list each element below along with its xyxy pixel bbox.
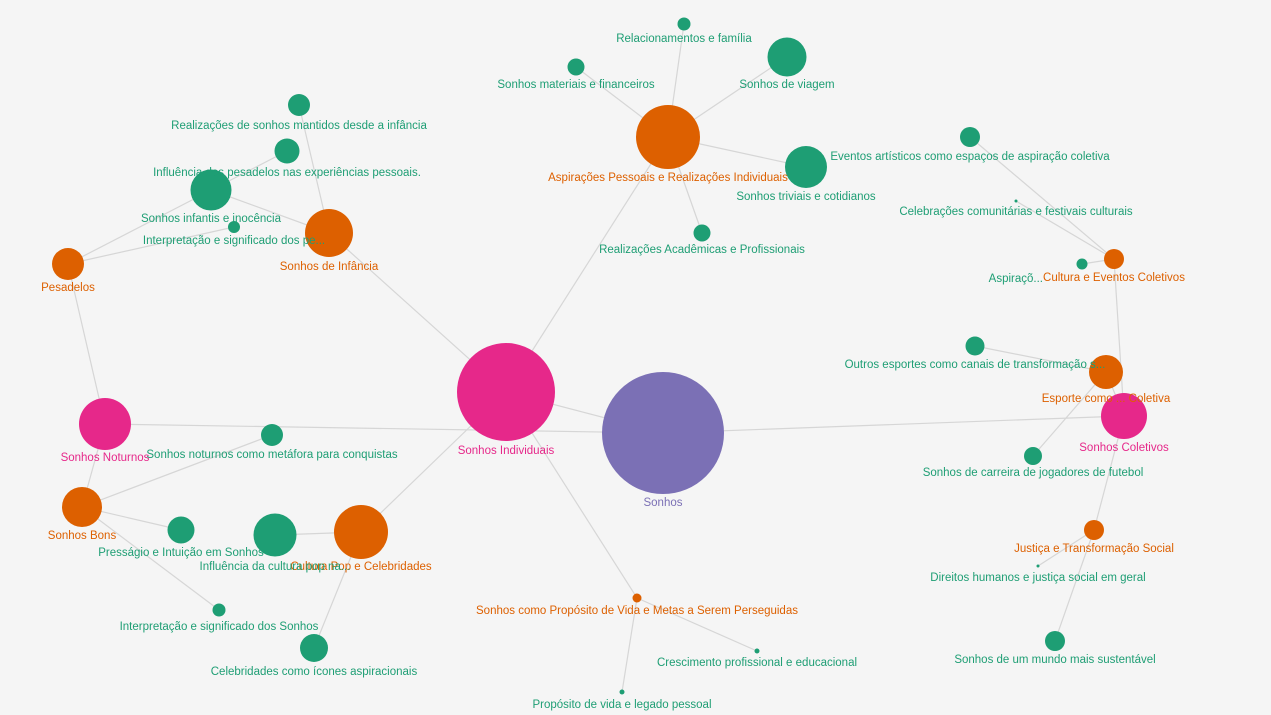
node-label-eventos-artisticos: Eventos artísticos como espaços de aspir…: [830, 151, 1110, 163]
node-label-sonhos-infancia: Sonhos de Infância: [280, 261, 379, 273]
edge-esporte-carreira-jogadores: [1032, 371, 1107, 457]
node-label-sonhos-noturnos: Sonhos Noturnos: [61, 452, 150, 464]
node-label-sonhos-bons: Sonhos Bons: [48, 530, 117, 542]
node-label-carreira-jogadores: Sonhos de carreira de jogadores de futeb…: [923, 467, 1144, 479]
node-triviais[interactable]: [785, 146, 827, 188]
node-label-crescimento: Crescimento profissional e educacional: [657, 657, 857, 669]
node-cultura-eventos[interactable]: [1104, 249, 1124, 269]
node-label-aspiracoes: Aspirações Pessoais e Realizações Indivi…: [548, 172, 788, 184]
node-label-direitos-humanos: Direitos humanos e justiça social em ger…: [930, 572, 1145, 584]
node-sonhos-infancia[interactable]: [305, 209, 353, 257]
edge-esporte-outros-esportes: [974, 345, 1107, 373]
node-pressagio[interactable]: [167, 516, 195, 544]
node-label-legado: Propósito de vida e legado pessoal: [532, 699, 711, 711]
edge-sonhos-noturnos-pesadelos: [67, 263, 106, 425]
node-label-triviais: Sonhos triviais e cotidianos: [736, 191, 876, 203]
node-label-noturnos-metafora: Sonhos noturnos como metáfora para conqu…: [146, 449, 397, 461]
node-pesadelos[interactable]: [52, 248, 84, 280]
node-materiais[interactable]: [567, 58, 585, 76]
edge-sonhos-individuais-aspiracoes: [505, 136, 669, 393]
node-legado[interactable]: [619, 689, 625, 695]
node-label-sonhos: Sonhos: [643, 497, 682, 509]
node-label-viagem: Sonhos de viagem: [739, 79, 834, 91]
edge-cultura-eventos-eventos-artisticos: [969, 136, 1115, 260]
node-label-influencia-cultura-pop: Influência da cultura pop na...: [200, 561, 351, 573]
node-label-infantis-inocencia: Sonhos infantis e inocência: [141, 213, 282, 225]
node-label-proposito: Sonhos como Propósito de Vida e Metas a …: [476, 605, 798, 617]
node-label-sonhos-coletivos: Sonhos Coletivos: [1079, 442, 1169, 454]
node-eventos-artisticos[interactable]: [960, 127, 980, 147]
node-label-interpretacao-sonhos: Interpretação e significado dos Sonhos: [120, 621, 319, 633]
node-interpretacao-pe[interactable]: [228, 221, 240, 233]
node-label-mundo-sustentavel: Sonhos de um mundo mais sustentável: [954, 654, 1155, 666]
node-influencia-pesadelos[interactable]: [274, 138, 300, 164]
edge-sonhos-sonhos-coletivos: [662, 415, 1125, 434]
node-label-esporte: Esporte como ... Coletiva: [1042, 393, 1171, 405]
node-label-celebridades: Celebridades como ícones aspiracionais: [211, 666, 418, 678]
graph-nodes: [52, 17, 1147, 695]
node-realizacoes-infancia[interactable]: [288, 94, 310, 116]
node-label-celebracoes: Celebrações comunitárias e festivais cul…: [899, 206, 1133, 218]
node-label-aspiracoes-coletivas: Aspiraçõ...: [989, 273, 1043, 285]
node-sonhos-noturnos[interactable]: [79, 398, 131, 450]
node-cultura-pop[interactable]: [334, 505, 388, 559]
edge-cultura-eventos-celebracoes: [1015, 200, 1115, 260]
node-label-realizacoes-infancia: Realizações de sonhos mantidos desde a i…: [171, 120, 427, 132]
edge-sonhos-sonhos-noturnos: [104, 423, 664, 434]
node-label-pesadelos: Pesadelos: [41, 282, 95, 294]
node-sonhos[interactable]: [602, 372, 724, 494]
node-infantis-inocencia[interactable]: [190, 169, 232, 211]
node-celebracoes[interactable]: [1014, 199, 1018, 203]
edge-proposito-crescimento: [636, 597, 758, 652]
node-sonhos-individuais[interactable]: [457, 343, 555, 441]
node-sonhos-bons[interactable]: [62, 487, 102, 527]
node-noturnos-metafora[interactable]: [261, 424, 283, 446]
edge-justica-direitos-humanos: [1037, 529, 1095, 567]
node-mundo-sustentavel[interactable]: [1045, 631, 1065, 651]
edge-pesadelos-influencia-pesadelos: [67, 150, 288, 265]
node-carreira-jogadores[interactable]: [1024, 447, 1042, 465]
node-label-cultura-eventos: Cultura e Eventos Coletivos: [1043, 272, 1185, 284]
node-outros-esportes[interactable]: [965, 336, 985, 356]
node-justica[interactable]: [1084, 520, 1104, 540]
edge-proposito-legado: [621, 597, 638, 693]
edge-justica-mundo-sustentavel: [1054, 529, 1095, 642]
node-interpretacao-sonhos[interactable]: [212, 603, 226, 617]
node-viagem[interactable]: [767, 37, 807, 77]
edge-sonhos-bons-interpretacao-sonhos: [81, 506, 220, 611]
node-influencia-cultura-pop[interactable]: [253, 513, 297, 557]
node-academicas[interactable]: [693, 224, 711, 242]
node-esporte[interactable]: [1089, 355, 1123, 389]
edge-pesadelos-interpretacao-pe: [67, 226, 235, 265]
node-proposito[interactable]: [632, 593, 642, 603]
node-label-interpretacao-pe: Interpretação e significado dos pe...: [143, 235, 325, 247]
node-aspiracoes-coletivas[interactable]: [1076, 258, 1088, 270]
node-direitos-humanos[interactable]: [1036, 564, 1040, 568]
node-label-outros-esportes: Outros esportes como canais de transform…: [845, 359, 1106, 371]
node-label-justica: Justiça e Transformação Social: [1014, 543, 1174, 555]
node-label-relacionamentos: Relacionamentos e família: [616, 33, 752, 45]
node-label-sonhos-individuais: Sonhos Individuais: [458, 445, 555, 457]
node-label-pressagio: Presságio e Intuição em Sonhos: [98, 547, 264, 559]
node-label-materiais: Sonhos materiais e financeiros: [497, 79, 654, 91]
node-label-cultura-pop: Cultura Pop e Celebridades: [290, 561, 432, 573]
edge-sonhos-coletivos-cultura-eventos: [1113, 258, 1125, 417]
node-aspiracoes[interactable]: [636, 105, 700, 169]
node-label-academicas: Realizações Acadêmicas e Profissionais: [599, 244, 805, 256]
node-celebridades[interactable]: [300, 634, 328, 662]
node-crescimento[interactable]: [754, 648, 760, 654]
edge-sonhos-bons-noturnos-metafora: [81, 434, 273, 508]
node-label-influencia-pesadelos: Influência dos pesadelos nas experiência…: [153, 167, 421, 179]
node-sonhos-coletivos[interactable]: [1101, 393, 1147, 439]
node-relacionamentos[interactable]: [677, 17, 691, 31]
